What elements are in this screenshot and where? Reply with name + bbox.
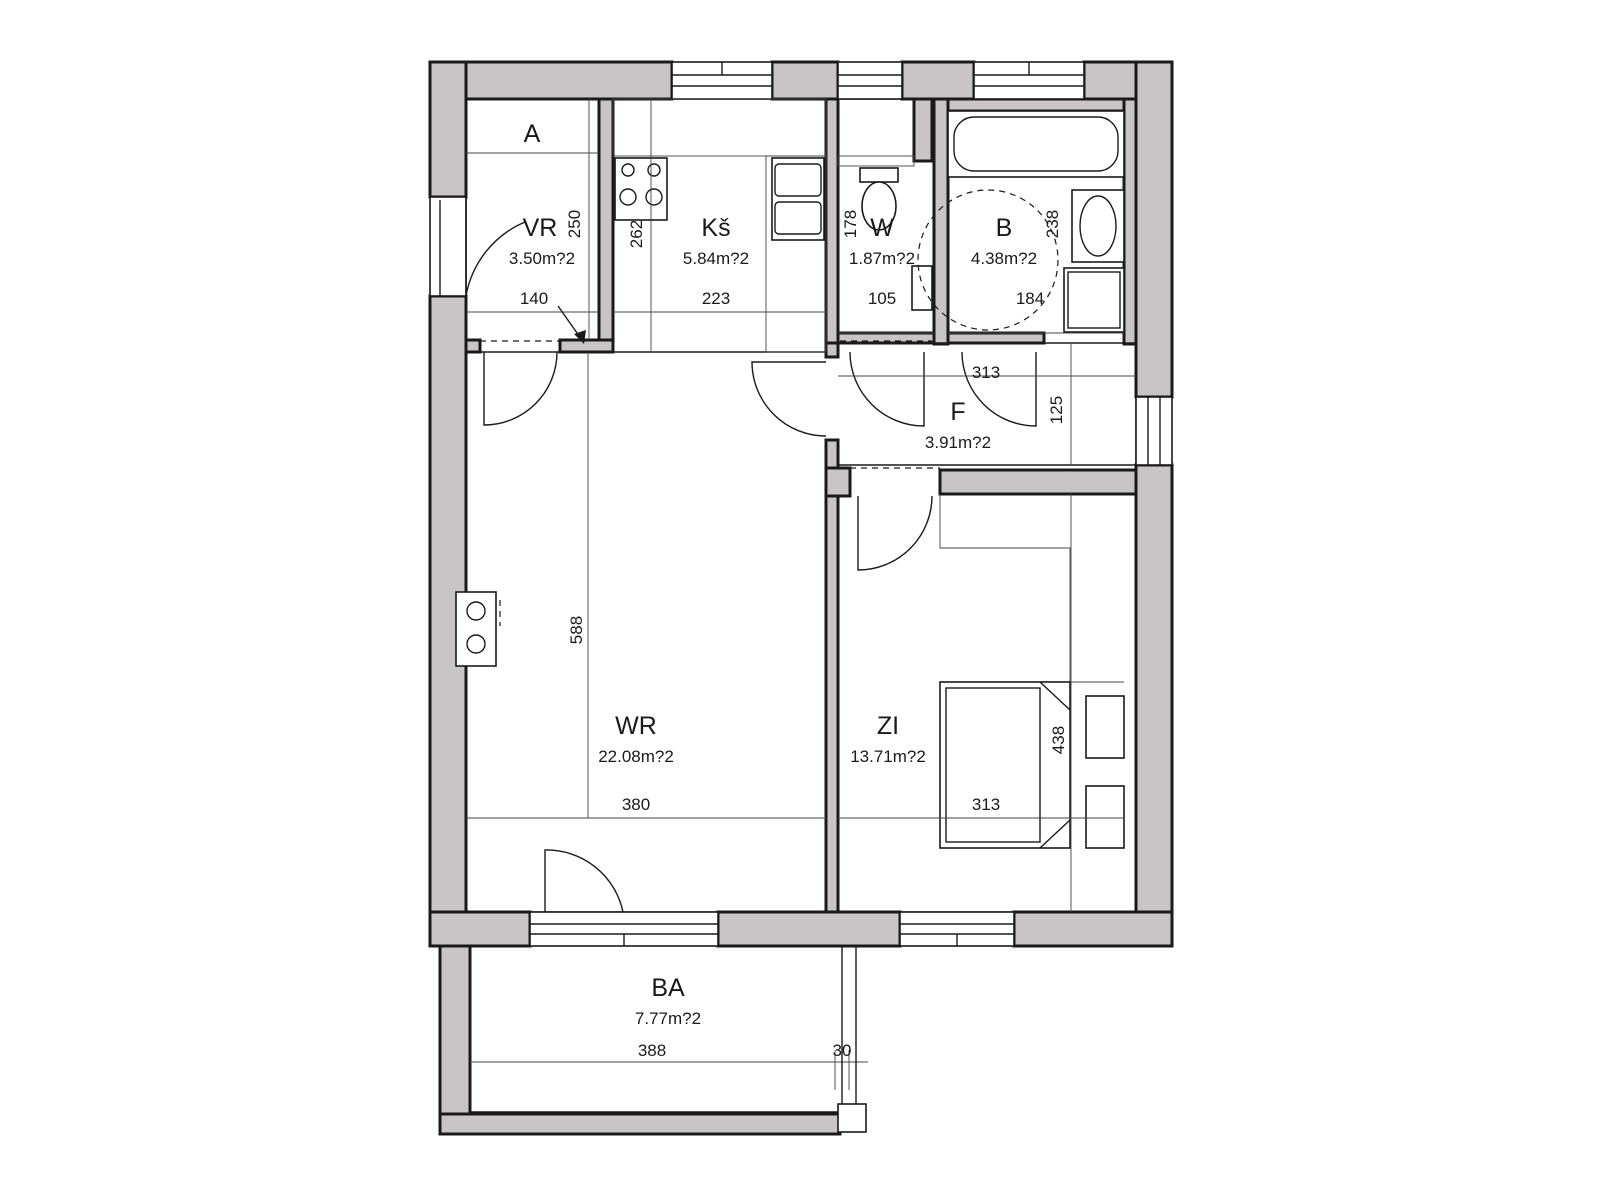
entrance-door bbox=[429, 196, 526, 297]
room-area-wr: 22.08m?2 bbox=[598, 747, 674, 766]
room-name-zi: ZI bbox=[877, 712, 899, 740]
windows bbox=[529, 61, 1173, 947]
room-name-ks: Kš bbox=[701, 214, 730, 242]
wall-vr-bottom bbox=[464, 338, 482, 354]
room-area-zi: 13.71m?2 bbox=[850, 747, 926, 766]
stove-icon bbox=[614, 157, 668, 221]
dim-vr-height: 250 bbox=[565, 210, 584, 238]
label-a: A bbox=[524, 120, 541, 148]
bathtub-icon bbox=[947, 110, 1125, 178]
room-name-w: W bbox=[870, 214, 894, 242]
dim-w-height: 178 bbox=[841, 210, 860, 238]
balcony-railing bbox=[470, 946, 867, 1133]
dim-ba-rail: 30 bbox=[833, 1041, 852, 1060]
dim-b-height: 238 bbox=[1043, 210, 1062, 238]
dim-wr-height: 588 bbox=[567, 616, 586, 644]
room-name-vr: VR bbox=[523, 214, 558, 242]
room-name-b: B bbox=[996, 214, 1013, 242]
room-name-wr: WR bbox=[615, 712, 657, 740]
room-area-vr: 3.50m?2 bbox=[509, 249, 575, 268]
dim-w-width: 105 bbox=[868, 289, 896, 308]
wall-f-zi bbox=[938, 468, 1138, 496]
dimension-lines bbox=[466, 99, 1136, 1090]
dim-vr-width: 140 bbox=[520, 289, 548, 308]
wall-top-2 bbox=[770, 60, 840, 101]
washer-icon bbox=[1063, 267, 1125, 333]
wall-w-stub bbox=[912, 97, 934, 163]
dim-f-height: 125 bbox=[1047, 396, 1066, 424]
wall-bottom-1 bbox=[428, 910, 532, 948]
wall-top-3 bbox=[900, 60, 976, 101]
balcony-wall-left bbox=[438, 944, 472, 1136]
vr-arrow bbox=[557, 305, 586, 344]
room-area-b: 4.38m?2 bbox=[971, 249, 1037, 268]
wall-vr-ks bbox=[597, 97, 615, 351]
room-area-ks: 5.84m?2 bbox=[683, 249, 749, 268]
dim-ks-height: 262 bbox=[627, 220, 646, 248]
dim-b-width: 184 bbox=[1016, 289, 1044, 308]
wall-b-bottom bbox=[946, 331, 1046, 345]
wall-bottom-3 bbox=[1012, 910, 1174, 948]
dim-f-width: 313 bbox=[972, 363, 1000, 382]
dim-zi-height: 438 bbox=[1049, 726, 1068, 754]
window-right bbox=[1135, 396, 1173, 466]
wall-bath-top bbox=[946, 97, 1138, 113]
toilet-icon bbox=[861, 181, 897, 231]
wall-right-lower bbox=[1134, 463, 1174, 948]
wall-left-upper bbox=[428, 60, 468, 199]
bath-fixtures bbox=[947, 110, 1125, 333]
dim-ba-width: 388 bbox=[638, 1041, 666, 1060]
bedroom-furniture bbox=[939, 494, 1125, 849]
toilet-tank-icon bbox=[859, 167, 899, 183]
chimney bbox=[455, 591, 501, 667]
room-area-ba: 7.77m?2 bbox=[635, 1009, 701, 1028]
wall-b-right bbox=[1122, 97, 1138, 346]
sink-icon bbox=[771, 157, 825, 241]
wall-wr-zi-top bbox=[824, 466, 852, 498]
wall-vr-bottom-2 bbox=[558, 338, 615, 354]
wall-bottom-2 bbox=[716, 910, 902, 948]
room-name-f: F bbox=[950, 398, 965, 426]
wc-fixtures bbox=[837, 155, 1059, 331]
balcony-wall-bottom bbox=[438, 1112, 842, 1136]
room-area-f: 3.91m?2 bbox=[925, 433, 991, 452]
wall-w-door-jamb bbox=[824, 341, 840, 359]
wc-basin-icon bbox=[911, 265, 933, 311]
nightstand-bottom-icon bbox=[1085, 785, 1125, 849]
room-area-w: 1.87m?2 bbox=[849, 249, 915, 268]
room-name-ba: BA bbox=[651, 974, 685, 1002]
kitchen-fixtures bbox=[612, 98, 827, 353]
window-w bbox=[837, 61, 903, 100]
exterior-walls bbox=[428, 60, 1174, 1136]
dim-zi-width: 313 bbox=[972, 795, 1000, 814]
nightstand-top-icon bbox=[1085, 695, 1125, 759]
balcony-post bbox=[837, 1103, 867, 1133]
dimension-labels: 250 140 262 223 178 105 238 184 313 125 … bbox=[520, 210, 1068, 1060]
bed-icon bbox=[939, 681, 1071, 849]
dim-wr-width: 380 bbox=[622, 795, 650, 814]
wall-ks-w bbox=[824, 97, 840, 351]
wall-wr-zi bbox=[824, 438, 840, 914]
dim-ks-width: 223 bbox=[702, 289, 730, 308]
door-swings bbox=[480, 340, 1037, 913]
wall-right-upper bbox=[1134, 60, 1174, 399]
room-labels: A VR 3.50m?2 Kš 5.84m?2 W 1.87m?2 B 4.38… bbox=[509, 120, 1037, 1028]
